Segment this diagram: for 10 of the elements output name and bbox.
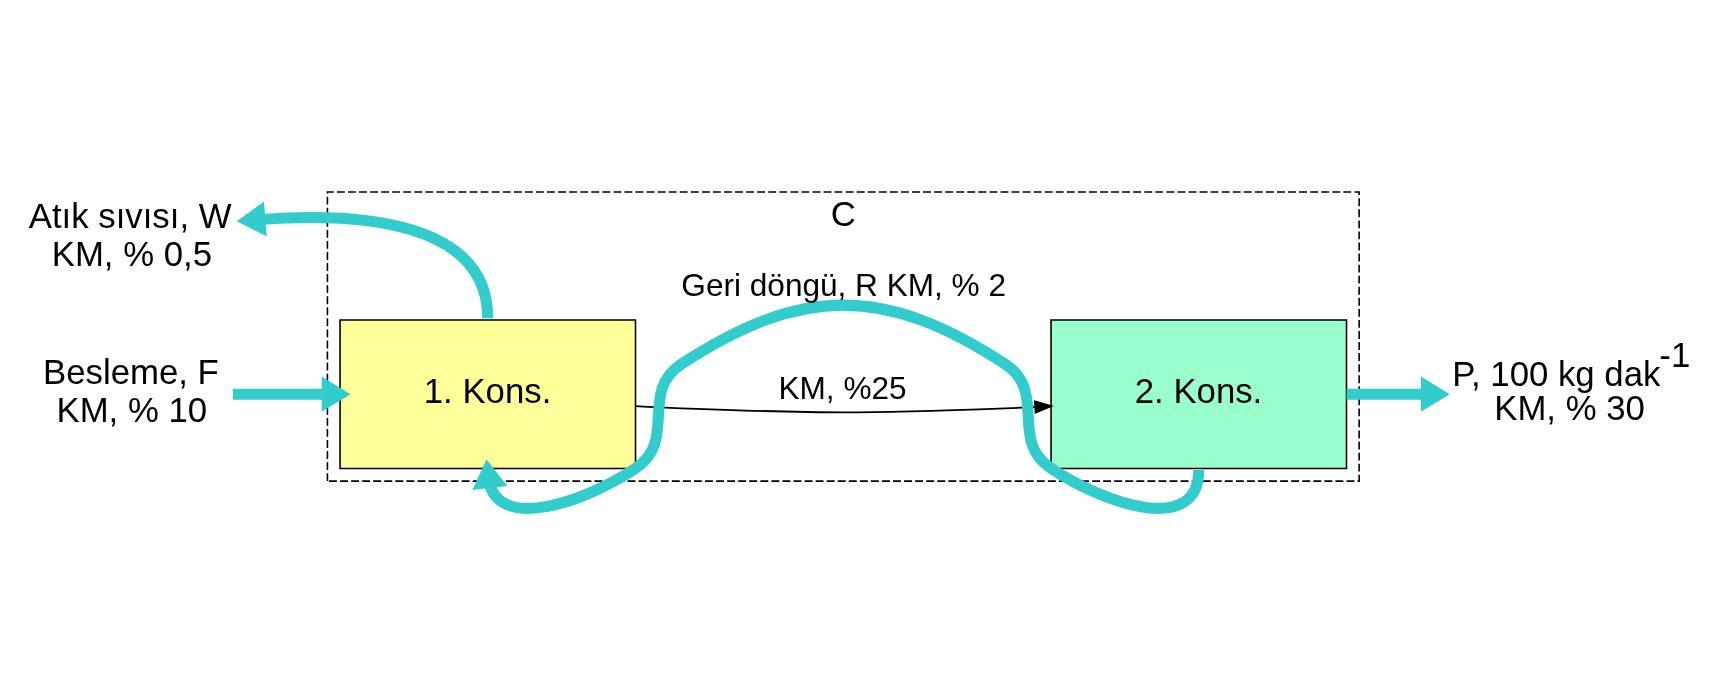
- arrow: [236, 201, 494, 319]
- node-text: Besleme, F KM, % 10: [43, 353, 219, 429]
- arrow: [232, 376, 351, 412]
- node-box: 1. Kons.: [339, 319, 637, 470]
- edge-label: KM, %25: [778, 369, 907, 406]
- arrow: [634, 400, 1054, 414]
- node-box: 2. Kons.: [1050, 319, 1348, 470]
- edge-label: Geri döngü, R KM, % 2: [681, 267, 1007, 304]
- node-text: Atık sıvısı, W KM, % 0,5: [28, 196, 232, 273]
- arrow: [1346, 376, 1450, 412]
